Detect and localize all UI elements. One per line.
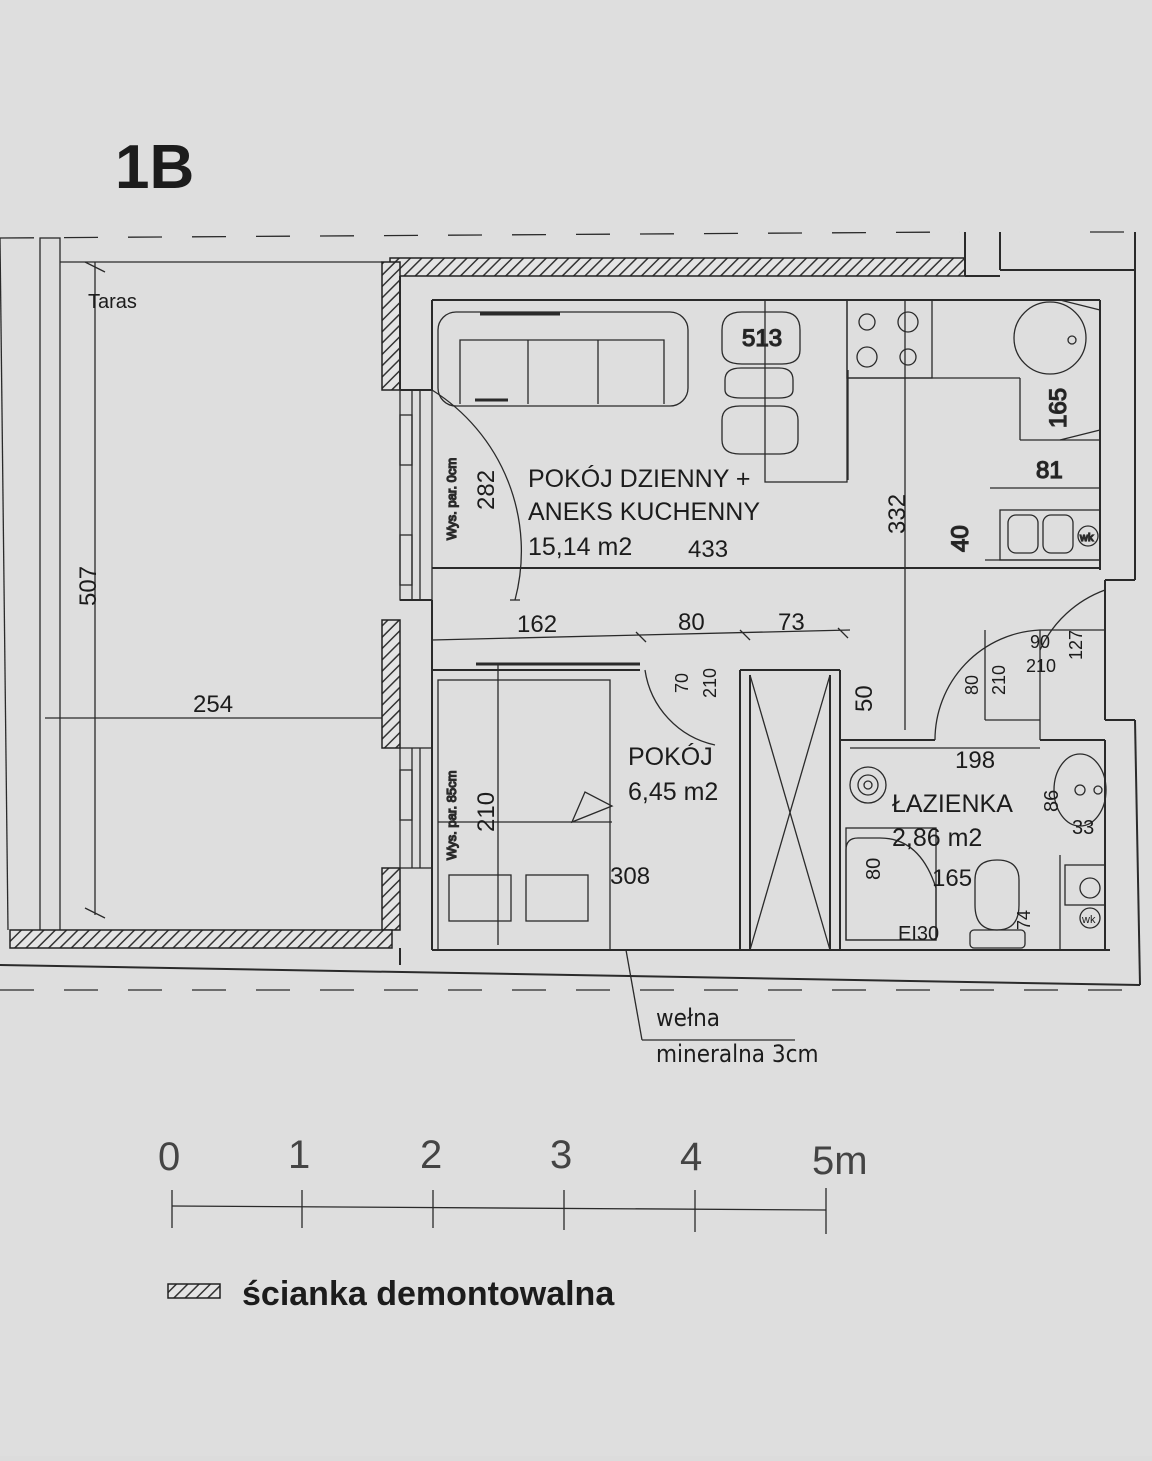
dim-bathroom-width: 198	[955, 747, 995, 774]
dim-living-window-height: 282	[473, 470, 500, 510]
bed	[437, 665, 614, 951]
bathroom-fixtures	[845, 747, 1107, 950]
dim-bedroom-window-height: 210	[473, 792, 500, 832]
dim-bed-width: 162	[517, 611, 557, 638]
window-note-living: Wys. par. 0cm	[444, 458, 459, 540]
scale-tick-3: 3	[550, 1133, 572, 1177]
scale-tick-5: 5m	[812, 1139, 868, 1183]
scale-tick-0: 0	[158, 1135, 180, 1179]
bathroom-door	[934, 589, 1106, 741]
dim-bathroom-door-h: 210	[989, 665, 1009, 695]
room-bathroom-name: ŁAZIENKA	[892, 790, 1013, 818]
kitchen-sink: wk	[999, 509, 1101, 561]
dim-terrace-height: 507	[75, 566, 102, 606]
scale-bar: 0 1 2 3 4 5m	[158, 1133, 868, 1234]
room-living-name-1: POKÓJ DZIENNY +	[528, 464, 751, 493]
shower-tag: EI30	[898, 923, 939, 945]
dim-entry-door-h: 210	[1026, 656, 1056, 676]
plan-title: 1B	[115, 133, 194, 202]
room-bathroom-area: 2,86 m2	[892, 824, 982, 852]
dim-door-width: 80	[678, 609, 705, 636]
sofa	[437, 311, 689, 407]
insulation-note-line2: mineralna 3cm	[656, 1040, 819, 1068]
insulation-note-line1: wełna	[656, 1004, 720, 1032]
dim-wall-50: 50	[851, 685, 878, 712]
windows: Wys. par. 0cm Wys. par. 85cm	[399, 389, 460, 869]
scale-tick-4: 4	[680, 1135, 702, 1179]
wk-label-1: wk	[1079, 532, 1094, 544]
dim-terrace-width: 254	[193, 691, 233, 718]
dining-set: 513	[721, 299, 848, 483]
boundary-dashed-lines	[0, 231, 1150, 991]
demountable-walls	[9, 257, 966, 949]
dim-closet-width: 73	[778, 609, 805, 636]
scale-tick-1: 1	[288, 1133, 310, 1177]
legend: ścianka demontowalna	[167, 1275, 615, 1313]
terrace: Taras 507 254	[0, 237, 385, 939]
window-note-bedroom: Wys. par. 85cm	[444, 771, 459, 860]
wk-label-2: wk	[1081, 914, 1096, 926]
closet	[749, 674, 831, 951]
dim-entry-side: 127	[1066, 630, 1086, 660]
dim-entry-door-w: 90	[1030, 632, 1050, 652]
room-living-area: 15,14 m2	[528, 533, 632, 561]
terrace-label: Taras	[88, 291, 137, 313]
dim-living-top: 513	[742, 325, 782, 352]
dim-chain-bedroom-top	[431, 627, 851, 643]
dim-bedroom-length: 308	[610, 863, 650, 890]
scale-tick-2: 2	[420, 1133, 442, 1177]
insulation-leader	[625, 949, 643, 1041]
kitchen: 165 81 40	[846, 299, 1101, 730]
dim-sink-width: 81	[1036, 457, 1063, 484]
dim-living-width: 433	[688, 536, 728, 563]
dim-kitchen-depth: 165	[1045, 388, 1072, 428]
room-bedroom-area: 6,45 m2	[628, 778, 718, 806]
room-living-name-2: ANEKS KUCHENNY	[528, 498, 760, 526]
legend-hatch-swatch	[167, 1283, 221, 1299]
dim-toilet: 74	[1014, 910, 1034, 930]
dim-bedroom-door-w: 70	[672, 673, 692, 693]
dim-washbasin: 86	[1041, 790, 1063, 812]
dim-wm: 33	[1072, 817, 1094, 839]
dim-bedroom-door-h: 210	[700, 668, 720, 698]
room-bedroom-name: POKÓJ	[628, 742, 713, 771]
dim-living-height: 332	[884, 494, 911, 534]
dim-shower-width: 165	[932, 865, 972, 892]
bedroom-door	[476, 662, 716, 746]
dim-bathroom-door-w: 80	[962, 675, 982, 695]
living-door-swing	[431, 389, 522, 601]
dim-sink-depth: 40	[947, 525, 974, 552]
dim-shower-depth: 80	[863, 858, 885, 880]
legend-label: ścianka demontowalna	[242, 1275, 615, 1313]
apartment-walls	[0, 232, 1141, 986]
